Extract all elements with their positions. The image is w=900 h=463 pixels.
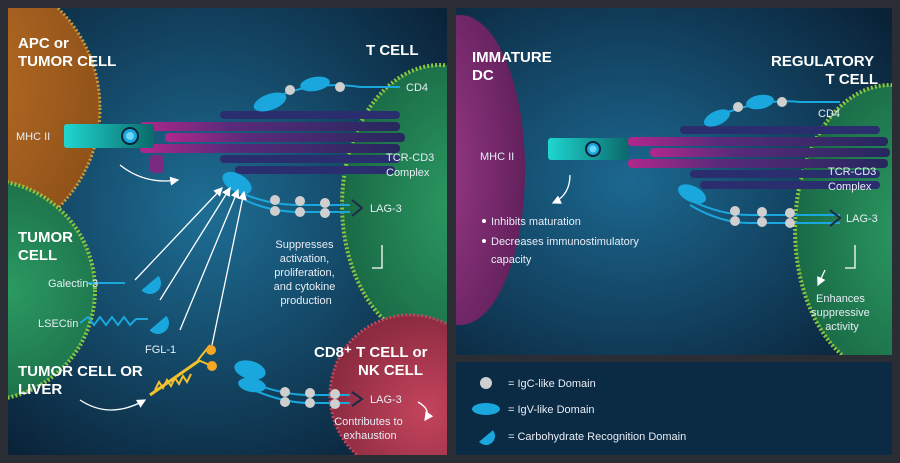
enhances-text: Enhances suppressive activity [811, 293, 873, 333]
contributes-text: Contributes to exhaustion [334, 416, 406, 442]
lsectin-label: LSECtin [38, 318, 78, 330]
galectin3 [88, 275, 161, 294]
lag3-right-label: LAG-3 [846, 213, 878, 225]
igc-icon [480, 377, 492, 389]
lag3-t-cell [222, 171, 364, 218]
tcr-cd3-right-label: TCR-CD3 Complex [828, 166, 879, 193]
tcr-cd3-label: TCR-CD3 Complex [386, 152, 437, 179]
lag3-nk-label: LAG-3 [370, 394, 402, 406]
mhc-ii [64, 124, 154, 148]
mhc-ii-right-label: MHC II [480, 151, 514, 163]
t-cell-title: T CELL [366, 42, 419, 59]
tumor-liver-title: TUMOR CELL OR LIVER [18, 363, 147, 398]
apc-title: APC or TUMOR CELL [18, 35, 116, 70]
legend-igc: = IgC-like Domain [508, 378, 596, 390]
immature-dc-title: IMMATURE DC [472, 49, 556, 84]
tumor-cell-title: TUMOR CELL [18, 229, 77, 264]
tumor-cell [8, 180, 97, 400]
cd4-right [703, 94, 840, 127]
mhc-ii-right [548, 138, 628, 160]
suppresses-text: Suppresses activation, proliferation, an… [274, 239, 339, 307]
tcr-cd3-complex-right [628, 126, 890, 189]
arrows-left [79, 164, 434, 422]
lag3-nk-cell [234, 360, 364, 409]
arrows-right [551, 174, 856, 287]
dc-cell [456, 15, 525, 325]
fgl1 [149, 344, 217, 397]
crd-icon [479, 430, 495, 445]
lsectin [79, 315, 169, 334]
right-panel: IMMATURE DC REGULATORY T CELL MHC II CD4… [456, 8, 892, 355]
igv-icon [472, 403, 500, 415]
nk-cell [328, 313, 447, 455]
cd4-label: CD4 [406, 82, 428, 94]
fgl1-label: FGL-1 [145, 344, 176, 356]
cd4-right-label: CD4 [818, 108, 840, 120]
legend: = IgC-like Domain = IgV-like Domain = Ca… [456, 362, 892, 455]
lag3-right [677, 184, 842, 228]
apc-cell [8, 8, 102, 242]
cd4 [253, 76, 400, 112]
legend-crd: = Carbohydrate Recognition Domain [508, 431, 686, 443]
bullet-2: Decreases immunostimulatory [491, 236, 639, 248]
bullet-list: Inhibits maturation Decreases immunostim… [482, 216, 639, 266]
regulatory-title: REGULATORY T CELL [771, 53, 878, 88]
bullet-1: Inhibits maturation [491, 216, 581, 228]
bullet-2-cont: capacity [491, 254, 532, 266]
mhc-ii-label: MHC II [16, 131, 50, 143]
galectin3-label: Galectin-3 [48, 278, 98, 290]
left-panel: APC or TUMOR CELL T CELL TUMOR CELL TUMO… [8, 8, 447, 455]
lag3-label: LAG-3 [370, 203, 402, 215]
legend-igv: = IgV-like Domain [508, 404, 595, 416]
cd8-title: CD8⁺ T CELL or NK CELL [314, 344, 432, 379]
tcr-cd3-complex [140, 111, 405, 174]
